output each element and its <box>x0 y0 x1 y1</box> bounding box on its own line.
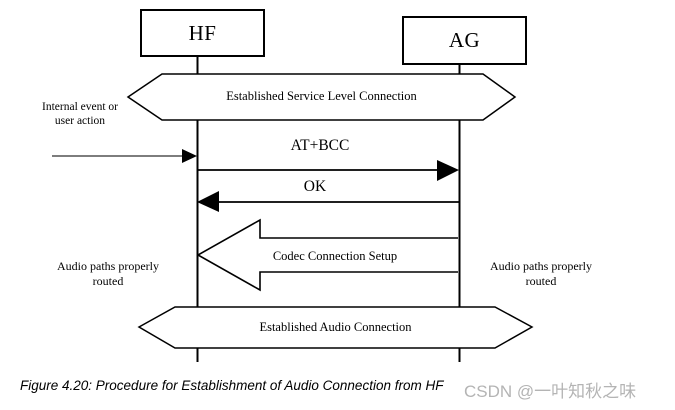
audio-connection-banner-label: Established Audio Connection <box>259 319 412 334</box>
figure-caption: Figure 4.20: Procedure for Establishment… <box>20 378 444 393</box>
service-level-connection-banner-shape <box>126 73 517 121</box>
audio-routed-note-right: Audio paths properly routed <box>490 259 592 288</box>
codec-connection-setup-arrow <box>196 218 458 292</box>
participant-box-ag: AG <box>402 16 527 65</box>
message-label-ok: OK <box>303 177 327 195</box>
ok-arrow <box>197 191 459 212</box>
message-label-at-bcc: AT+BCC <box>290 136 350 154</box>
audio-connection-banner-shape <box>137 306 534 349</box>
internal-event-note: Internal event or user action <box>42 100 118 127</box>
participant-label-hf: HF <box>188 20 217 45</box>
internal-event-arrow <box>52 149 197 163</box>
service-level-connection-banner-label: Established Service Level Connection <box>226 89 417 104</box>
csdn-watermark: CSDN @一叶知秋之味 <box>464 382 637 401</box>
participant-box-hf: HF <box>140 9 265 57</box>
audio-routed-note-left: Audio paths properly routed <box>57 259 159 288</box>
message-label-codec-connection-setup: Codec Connection Setup <box>272 249 398 264</box>
at-bcc-arrow <box>198 160 459 181</box>
participant-label-ag: AG <box>448 28 481 52</box>
